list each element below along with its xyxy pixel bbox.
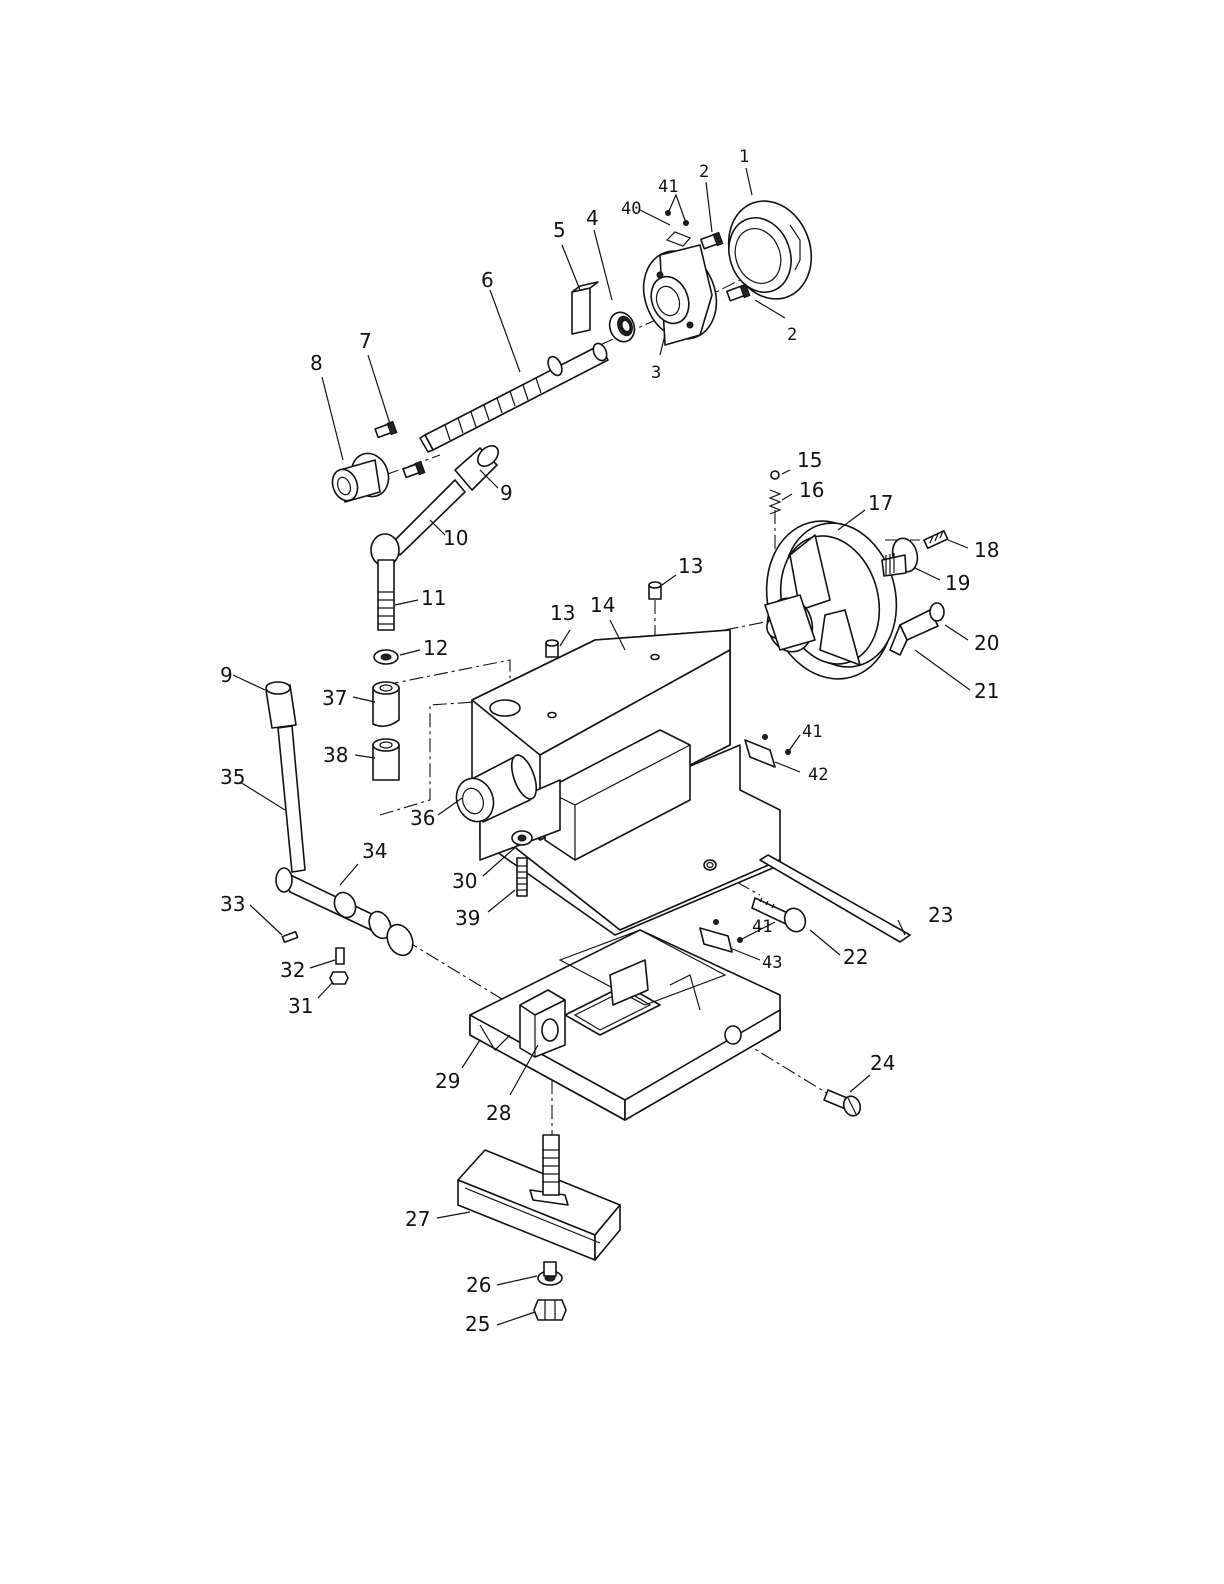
label-part-22: 22 bbox=[843, 945, 868, 969]
part-2-screw-lower bbox=[727, 284, 750, 300]
label-part-9-upper: 9 bbox=[500, 481, 513, 505]
part-7-screw bbox=[375, 421, 397, 437]
label-part-36: 36 bbox=[410, 806, 435, 830]
label-part-1: 1 bbox=[739, 147, 749, 167]
label-part-7: 7 bbox=[359, 329, 372, 353]
part-39-stud bbox=[517, 858, 527, 896]
label-part-11: 11 bbox=[421, 586, 446, 610]
part-10-lever bbox=[371, 480, 465, 566]
label-part-13-left: 13 bbox=[550, 601, 575, 625]
label-part-41-low: 41 bbox=[752, 917, 772, 937]
label-part-42: 42 bbox=[808, 765, 828, 785]
label-part-28: 28 bbox=[486, 1101, 511, 1125]
label-part-32: 32 bbox=[280, 958, 305, 982]
part-12-washer bbox=[374, 650, 398, 664]
part-32-set-screw bbox=[336, 948, 344, 964]
label-part-4: 4 bbox=[586, 206, 599, 230]
label-part-30: 30 bbox=[452, 869, 477, 893]
part-15-ball bbox=[771, 471, 779, 479]
part-18-screw bbox=[924, 531, 948, 548]
label-part-2-lower: 2 bbox=[787, 325, 797, 345]
label-part-38: 38 bbox=[323, 743, 348, 767]
part-8-bracket bbox=[328, 448, 394, 504]
label-part-33: 33 bbox=[220, 892, 245, 916]
part-23-gib-strip bbox=[760, 855, 910, 942]
label-part-40: 40 bbox=[621, 199, 641, 219]
label-part-20: 20 bbox=[974, 631, 999, 655]
part-38-sleeve bbox=[373, 739, 399, 780]
part-2-screw-upper bbox=[701, 232, 723, 248]
label-part-2-upper: 2 bbox=[699, 162, 709, 182]
label-part-18: 18 bbox=[974, 538, 999, 562]
part-34-eccentric-shaft bbox=[276, 868, 418, 960]
part-19-clip bbox=[882, 535, 921, 576]
part-20-handle bbox=[890, 603, 944, 655]
label-part-5: 5 bbox=[553, 218, 566, 242]
part-35-handle-bar bbox=[278, 726, 305, 872]
label-part-17: 17 bbox=[868, 491, 893, 515]
label-part-10: 10 bbox=[443, 526, 468, 550]
part-40-part-41-pins bbox=[666, 211, 691, 247]
label-part-13-right: 13 bbox=[678, 554, 703, 578]
label-part-39: 39 bbox=[455, 906, 480, 930]
label-part-19: 19 bbox=[945, 571, 970, 595]
label-part-41-mid: 41 bbox=[802, 722, 822, 742]
label-part-29: 29 bbox=[435, 1069, 460, 1093]
label-part-43: 43 bbox=[762, 953, 782, 973]
part-9-knob-lower bbox=[266, 682, 296, 728]
label-part-8: 8 bbox=[310, 351, 323, 375]
label-part-35: 35 bbox=[220, 765, 245, 789]
part-30-nut bbox=[512, 831, 532, 845]
part-7-screw-second bbox=[403, 461, 425, 477]
part-27-clamp-plate bbox=[458, 1150, 620, 1260]
label-part-16: 16 bbox=[799, 478, 824, 502]
part-29-base-plate bbox=[470, 930, 780, 1120]
part-33-pin bbox=[282, 932, 297, 942]
label-part-15: 15 bbox=[797, 448, 822, 472]
part-3-flange bbox=[632, 241, 729, 350]
label-part-21: 21 bbox=[974, 679, 999, 703]
part-11-clamp-bolt bbox=[378, 560, 394, 630]
label-part-37: 37 bbox=[322, 686, 347, 710]
label-part-23: 23 bbox=[928, 903, 953, 927]
label-part-34: 34 bbox=[362, 839, 387, 863]
label-part-6: 6 bbox=[481, 268, 494, 292]
part-9-knob-upper bbox=[455, 442, 502, 490]
part-24-screw bbox=[824, 1090, 863, 1118]
part-26-washer bbox=[538, 1262, 562, 1285]
part-27-stud bbox=[543, 1135, 559, 1195]
label-part-14: 14 bbox=[590, 593, 615, 617]
label-part-12: 12 bbox=[423, 636, 448, 660]
part-5-key bbox=[572, 282, 598, 334]
part-17-handwheel bbox=[749, 507, 912, 694]
label-part-3: 3 bbox=[651, 363, 661, 383]
part-25-nut bbox=[534, 1300, 566, 1320]
part-42-plate bbox=[745, 735, 791, 768]
part-13-set-screw-right bbox=[649, 582, 661, 599]
label-part-41-top: 41 bbox=[658, 177, 678, 197]
part-13-set-screw-left bbox=[546, 640, 558, 657]
label-part-9-lower: 9 bbox=[220, 663, 233, 687]
label-part-26: 26 bbox=[466, 1273, 491, 1297]
part-37-sleeve bbox=[373, 682, 399, 726]
label-part-25: 25 bbox=[465, 1312, 490, 1336]
part-43-plate bbox=[700, 920, 743, 953]
label-part-27: 27 bbox=[405, 1207, 430, 1231]
label-part-31: 31 bbox=[288, 994, 313, 1018]
label-part-24: 24 bbox=[870, 1051, 895, 1075]
